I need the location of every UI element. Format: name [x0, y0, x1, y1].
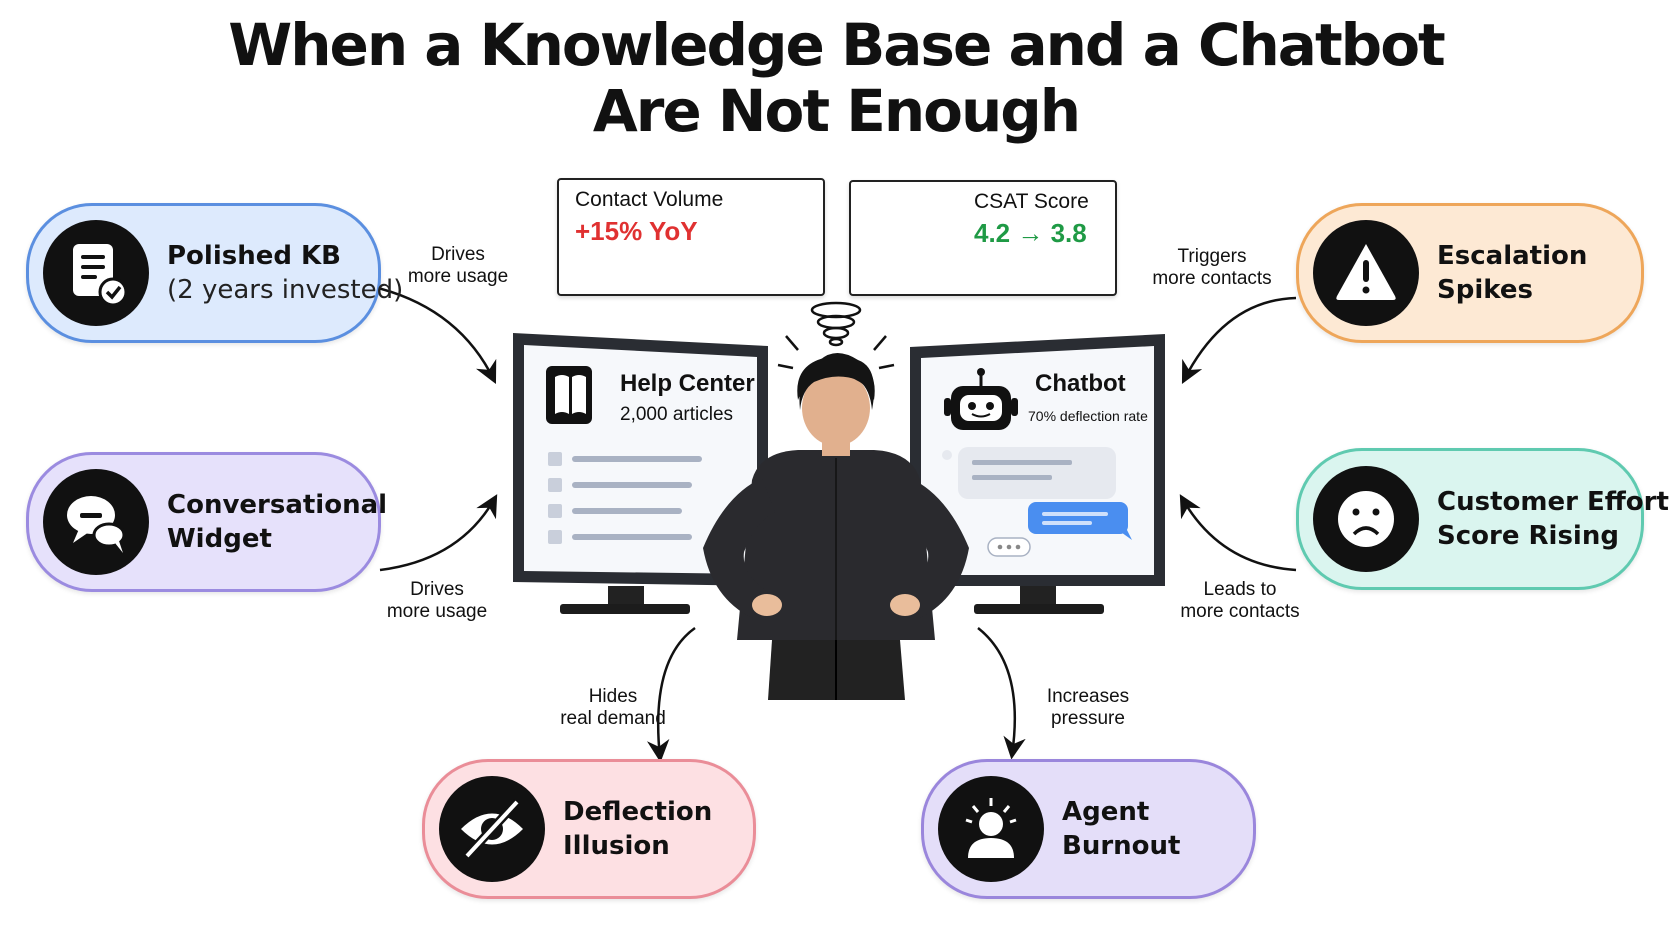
chatbot-title: Chatbot — [1035, 370, 1126, 397]
node-escalation-spikes: Escalation Spikes — [1296, 203, 1644, 343]
node-customer-effort-score: Customer Effort Score Rising — [1296, 448, 1669, 590]
edge-label-kb-2: more usage — [407, 266, 509, 287]
help-center-title: Help Center — [620, 370, 755, 397]
csat-card: CSAT Score 4.2 → 3.8 — [849, 180, 1117, 296]
edge-label-burnout: Increases pressure — [1047, 686, 1129, 730]
contact-volume-value: +15% YoY — [575, 216, 698, 246]
help-center-subtitle: 2,000 articles — [620, 404, 734, 425]
edge-label-burnout-1: Increases — [1046, 686, 1130, 707]
node-deflection-illusion: Deflection Illusion — [422, 759, 756, 899]
title-line-2: Are Not Enough — [592, 77, 1081, 145]
edge-label-deflection: Hides real demand — [560, 686, 666, 730]
edge-label-widget-1: Drives — [410, 579, 464, 600]
edge-label-deflection-2: real demand — [560, 708, 666, 729]
csat-label: CSAT Score — [974, 190, 1089, 213]
edge-label-ces: Leads to more contacts — [1180, 579, 1299, 623]
arrow-ces-to-chatbot — [1179, 494, 1297, 572]
edge-label-burnout-2: pressure — [1051, 708, 1125, 729]
node-widget-title-2: Widget — [167, 524, 272, 554]
edge-label-escalation: Triggers more contacts — [1152, 246, 1271, 290]
node-widget-title-1: Conversational — [167, 490, 388, 520]
chat-bubbles-icon — [43, 469, 149, 575]
arrow-to-burnout — [977, 627, 1026, 760]
page-title: When a Knowledge Base and a Chatbot Are … — [0, 12, 1672, 144]
node-agent-burnout: Agent Burnout — [921, 759, 1256, 899]
eye-slash-icon — [439, 776, 545, 882]
node-polished-kb-subtitle: (2 years invested) — [167, 275, 404, 305]
node-escalation-title-1: Escalation — [1437, 241, 1588, 271]
stress-swirl-icon — [777, 301, 895, 370]
node-burnout-title-2: Burnout — [1062, 831, 1181, 861]
edge-label-escalation-2: more contacts — [1152, 268, 1272, 289]
node-conversational-widget: Conversational Widget — [26, 452, 387, 592]
node-polished-kb: Polished KB (2 years invested) — [26, 203, 403, 343]
edge-label-widget: Drives more usage — [387, 579, 487, 623]
node-ces-title-2: Score Rising — [1437, 521, 1619, 551]
edge-label-escalation-1: Triggers — [1177, 246, 1247, 267]
edge-label-ces-1: Leads to — [1203, 579, 1277, 600]
help-center-article-list — [548, 452, 702, 544]
node-deflection-title-1: Deflection — [563, 797, 713, 827]
book-icon — [546, 366, 592, 424]
node-burnout-title-1: Agent — [1062, 797, 1150, 827]
arrow-escalation-to-chatbot — [1181, 296, 1297, 385]
help-center-monitor — [513, 333, 768, 614]
title-line-1: When a Knowledge Base and a Chatbot — [228, 11, 1446, 79]
node-deflection-title-2: Illusion — [563, 831, 670, 861]
chatbot-monitor — [910, 334, 1165, 614]
robot-icon — [944, 368, 1018, 430]
edge-label-ces-2: more contacts — [1180, 601, 1300, 622]
edge-label-deflection-1: Hides — [588, 686, 638, 707]
chatbot-subtitle: 70% deflection rate — [1028, 408, 1148, 424]
sad-face-icon — [1313, 466, 1419, 572]
node-ces-title-1: Customer Effort — [1437, 487, 1669, 517]
node-escalation-title-2: Spikes — [1437, 275, 1533, 305]
node-polished-kb-title: Polished KB — [167, 241, 341, 271]
edge-label-kb: Drives more usage — [408, 244, 508, 288]
edge-label-kb-1: Drives — [431, 244, 485, 265]
contact-volume-card: Contact Volume +15% YoY — [557, 178, 825, 296]
document-check-icon — [43, 220, 149, 326]
csat-value: 4.2 → 3.8 — [974, 218, 1087, 248]
edge-label-widget-2: more usage — [386, 601, 488, 622]
contact-volume-label: Contact Volume — [575, 188, 724, 211]
arrow-to-deflection — [646, 626, 696, 763]
arrow-widget-to-help-center — [379, 494, 498, 572]
chat-conversation — [942, 447, 1132, 557]
warning-icon — [1313, 220, 1419, 326]
stressed-manager-figure — [703, 353, 969, 700]
stressed-person-icon — [938, 776, 1044, 882]
